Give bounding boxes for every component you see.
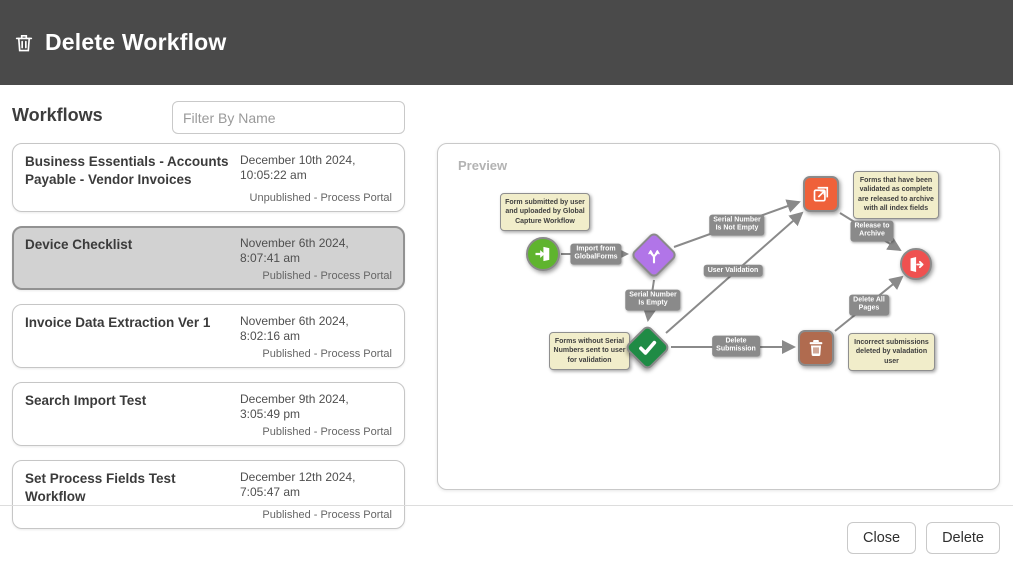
diagram-node-user-validate: [623, 323, 671, 371]
branch-icon: [645, 246, 664, 265]
workflow-status: Published - Process Portal: [262, 426, 392, 439]
release-icon: [811, 184, 831, 204]
edge-label: Serial Number Is Empty: [625, 289, 681, 311]
workflow-date: December 12th 2024, 7:05:47 am: [240, 470, 356, 500]
edge-label: User Validation: [703, 264, 763, 278]
workflow-date: November 6th 2024, 8:02:16 am: [240, 314, 349, 344]
diagram-note: Forms without Serial Numbers sent to use…: [549, 332, 630, 371]
workflow-list-item[interactable]: Invoice Data Extraction Ver 1 November 6…: [12, 304, 405, 369]
workflow-name: Search Import Test: [25, 393, 147, 409]
workflow-status: Unpublished - Process Portal: [249, 192, 392, 205]
import-door-icon: [533, 244, 553, 264]
workflow-diagram: Form submitted by user and uploaded by G…: [438, 144, 999, 489]
workflow-status: Published - Process Portal: [262, 509, 392, 522]
workflow-date: November 6th 2024, 8:07:41 am: [240, 236, 349, 266]
diagram-node-archive-end: [900, 248, 932, 280]
delete-button[interactable]: Delete: [926, 522, 1000, 554]
exit-door-icon: [907, 255, 926, 274]
diagram-node-import-start: [526, 237, 560, 271]
dialog-title: Delete Workflow: [45, 29, 227, 55]
edge-label: Import from GlobalForms: [570, 243, 622, 265]
preview-panel: Preview Form submitted by user and uploa…: [437, 143, 1000, 490]
diagram-node-release-archive: [803, 176, 839, 212]
edge-label: Delete Submission: [712, 335, 760, 357]
filter-by-name-input[interactable]: [172, 101, 405, 134]
edge-label: Serial Number Is Not Empty: [709, 214, 765, 236]
diagram-note: Incorrect submissions deleted by valadat…: [848, 333, 935, 372]
trash-icon: [13, 31, 35, 55]
workflow-name: Set Process Fields Test Workflow: [25, 471, 176, 504]
workflow-status: Published - Process Portal: [262, 270, 392, 283]
workflow-date: December 10th 2024, 10:05:22 am: [240, 153, 356, 182]
workflow-name: Business Essentials - Accounts Payable -…: [25, 154, 229, 187]
diagram-note: Form submitted by user and uploaded by G…: [500, 193, 590, 232]
workflow-list-item[interactable]: Device Checklist November 6th 2024, 8:07…: [12, 226, 405, 291]
diagram-node-branch-serial: [629, 230, 679, 280]
workflow-list-item[interactable]: Set Process Fields Test Workflow Decembe…: [12, 460, 405, 530]
edge-label: Release to Archive: [850, 220, 894, 242]
diagram-note: Forms that have been validated as comple…: [853, 171, 939, 219]
workflows-heading: Workflows: [12, 105, 103, 125]
workflow-name: Device Checklist: [25, 237, 133, 253]
workflow-status: Published - Process Portal: [262, 348, 392, 361]
dialog-header: Delete Workflow: [0, 0, 1013, 85]
workflow-list: Business Essentials - Accounts Payable -…: [12, 143, 405, 543]
check-icon: [637, 337, 658, 358]
diagram-node-delete-submission: [798, 330, 834, 366]
workflow-list-item[interactable]: Search Import Test December 9th 2024, 3:…: [12, 382, 405, 447]
workflow-date: December 9th 2024, 3:05:49 pm: [240, 392, 349, 422]
footer-actions: Close Delete: [847, 522, 1000, 554]
workflow-name: Invoice Data Extraction Ver 1: [25, 315, 211, 331]
close-button[interactable]: Close: [847, 522, 917, 554]
footer-divider: [0, 505, 1013, 506]
edge-label: Delete All Pages: [849, 294, 889, 316]
workflow-list-item[interactable]: Business Essentials - Accounts Payable -…: [12, 143, 405, 213]
trash-icon: [806, 338, 826, 358]
preview-label: Preview: [458, 158, 508, 173]
